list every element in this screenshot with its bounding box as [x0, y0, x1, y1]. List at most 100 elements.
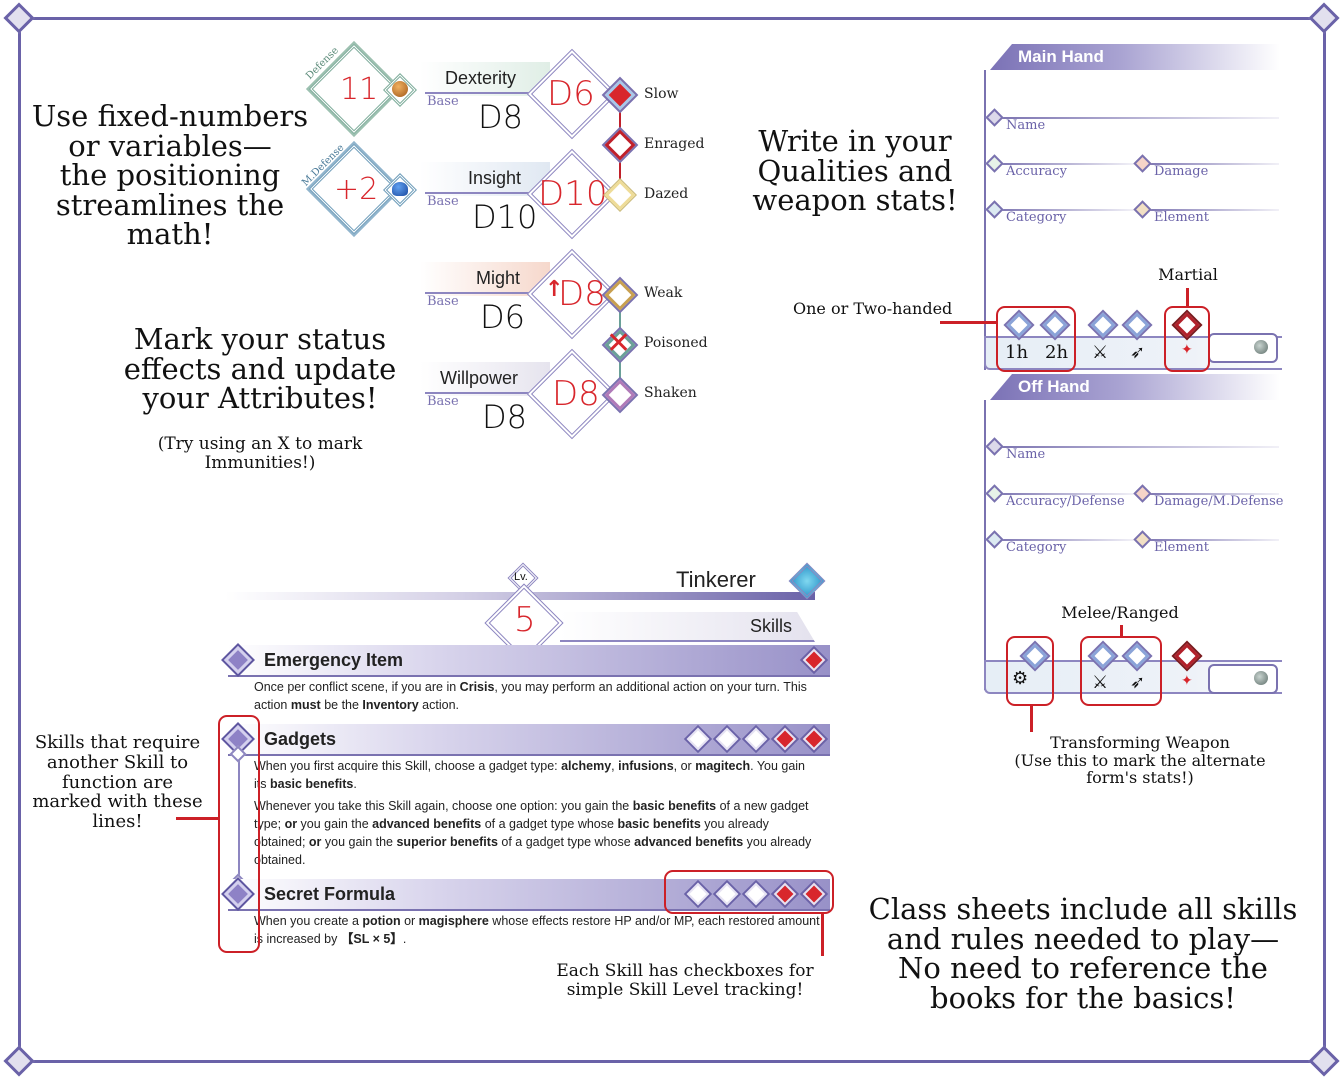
- attribute-base-label: Base: [427, 294, 459, 309]
- main-hand-name-field[interactable]: Name: [1006, 118, 1046, 133]
- attribute-name-might: Might: [476, 268, 521, 288]
- skill-description: Whenever you take this Skill again, choo…: [254, 799, 812, 867]
- dependency-line: [238, 758, 240, 880]
- status-label-slow: Slow: [644, 86, 679, 102]
- bow-icon: ➶: [1130, 672, 1146, 693]
- annotation-line: [821, 912, 824, 956]
- field-diamond-icon: [1133, 154, 1152, 173]
- callout-class-sheets: Class sheets include all skills and rule…: [868, 892, 1298, 1015]
- field-diamond-icon: [985, 154, 1004, 173]
- off-hand-element-field[interactable]: Element: [1154, 540, 1209, 555]
- annotation-box-martial: [1164, 306, 1210, 372]
- two-handed-label: 2h: [1045, 342, 1069, 363]
- martial-star-icon: ✦: [1181, 673, 1193, 689]
- annotation-line: [1030, 704, 1033, 732]
- callout-checkboxes: Each Skill has checkboxes for simple Ski…: [556, 961, 814, 1000]
- attribute-base-value-willpower[interactable]: D8: [482, 398, 527, 436]
- skill-description: When you first acquire this Skill, choos…: [254, 759, 806, 791]
- coin-icon: [1254, 340, 1268, 354]
- attribute-name-insight: Insight: [468, 168, 522, 188]
- status-checkbox-dazed[interactable]: [604, 179, 636, 211]
- main-hand-header: [990, 44, 1280, 70]
- field-diamond-icon: [985, 108, 1004, 127]
- field-diamond-icon: [985, 200, 1004, 219]
- field-line: [1142, 163, 1279, 165]
- field-line: [994, 117, 1279, 119]
- field-line: [994, 446, 1279, 448]
- skill-name: Secret Formula: [264, 884, 396, 904]
- field-diamond-icon: [985, 530, 1004, 549]
- callout-skill-lines: Skills that require another Skill to fun…: [32, 732, 203, 833]
- defense-value: 11: [340, 72, 379, 107]
- status-label-shaken: Shaken: [644, 385, 697, 401]
- level-label: Lv.: [514, 571, 528, 583]
- main-hand-element-field[interactable]: Element: [1154, 210, 1209, 225]
- main-hand-border: [984, 70, 986, 370]
- off-hand-header: [990, 374, 1280, 400]
- attribute-base-label: Base: [427, 394, 459, 409]
- skill-description: When you create a potion or magisphere w…: [254, 914, 820, 946]
- off-hand-category-field[interactable]: Category: [1006, 540, 1067, 555]
- attribute-current-value-might: D8: [558, 274, 606, 314]
- off-hand-name-field[interactable]: Name: [1006, 447, 1046, 462]
- skill-name: Gadgets: [264, 729, 337, 749]
- attribute-line: [425, 192, 535, 194]
- level-value: 5: [514, 600, 536, 640]
- annotation-line: [1186, 288, 1189, 308]
- off-hand-cost-field[interactable]: [1208, 664, 1278, 694]
- annotation-box-dependency: [218, 715, 260, 953]
- main-hand-cost-field[interactable]: [1208, 333, 1278, 363]
- off-hand-accuracy-field[interactable]: Accuracy/Defense: [1006, 494, 1125, 509]
- ranged-checkbox[interactable]: [1124, 312, 1150, 338]
- field-line: [1142, 493, 1279, 495]
- main-hand-damage-field[interactable]: Damage: [1154, 164, 1209, 179]
- field-diamond-icon: [1133, 484, 1152, 503]
- callout-qualities: Write in your Qualities and weapon stats…: [752, 124, 958, 218]
- status-label-dazed: Dazed: [644, 186, 689, 202]
- attribute-name-dexterity: Dexterity: [445, 68, 517, 88]
- field-line: [1142, 209, 1279, 211]
- status-checkbox-weak[interactable]: [604, 279, 636, 311]
- sword-icon: ⚔: [1092, 342, 1109, 363]
- annotation-line: [1120, 625, 1123, 638]
- coin-icon: [1254, 671, 1268, 685]
- annotation-box-hands: [996, 306, 1076, 372]
- transforming-weapon-icon: ⚙: [1012, 668, 1029, 689]
- attribute-current-value-dexterity: D6: [547, 74, 595, 114]
- attribute-base-value-insight[interactable]: D10: [472, 198, 538, 236]
- field-line: [994, 493, 1134, 495]
- field-diamond-icon: [1133, 200, 1152, 219]
- skills-tab: [560, 612, 815, 642]
- status-checkbox-shaken[interactable]: [604, 379, 636, 411]
- attribute-name-willpower: Willpower: [440, 368, 519, 388]
- attribute-band-insight: [420, 162, 550, 196]
- corner-diamond-icon: [1308, 2, 1340, 34]
- attribute-base-value-dexterity[interactable]: D8: [478, 98, 523, 136]
- melee-checkbox[interactable]: [1090, 312, 1116, 338]
- callout-status-effects: Mark your status effects and update your…: [123, 322, 397, 416]
- field-line: [994, 163, 1134, 165]
- main-hand-title: Main Hand: [1018, 47, 1104, 66]
- attribute-current-value-insight: D10: [538, 174, 608, 214]
- annotation-one-two-handed: One or Two-handed: [793, 299, 953, 318]
- annotation-melee-ranged: Melee/Ranged: [1061, 603, 1179, 622]
- main-hand-accuracy-field[interactable]: Accuracy: [1006, 164, 1067, 179]
- frame-bottom: [18, 1060, 1326, 1063]
- annotation-line: [940, 321, 998, 324]
- off-hand-border: [984, 400, 986, 690]
- boost-arrow-icon: ↑: [545, 277, 564, 302]
- frame-right: [1323, 17, 1326, 1062]
- status-checkbox-enraged[interactable]: [604, 129, 636, 161]
- callout-fixed-numbers: Use fixed-numbers or variables— the posi…: [31, 99, 309, 252]
- off-hand-damage-field[interactable]: Damage/M.Defense: [1154, 494, 1284, 509]
- attribute-band-might: [420, 262, 550, 296]
- annotation-box-checkboxes: [664, 870, 834, 914]
- sword-icon: ⚔: [1092, 672, 1109, 693]
- status-checkbox-slow[interactable]: [604, 79, 636, 111]
- field-diamond-icon: [1133, 530, 1152, 549]
- attribute-base-value-might[interactable]: D6: [480, 298, 525, 336]
- corner-diamond-icon: [3, 2, 35, 34]
- one-handed-label: 1h: [1005, 342, 1029, 363]
- main-hand-category-field[interactable]: Category: [1006, 210, 1067, 225]
- mdefense-value: +2: [334, 172, 379, 207]
